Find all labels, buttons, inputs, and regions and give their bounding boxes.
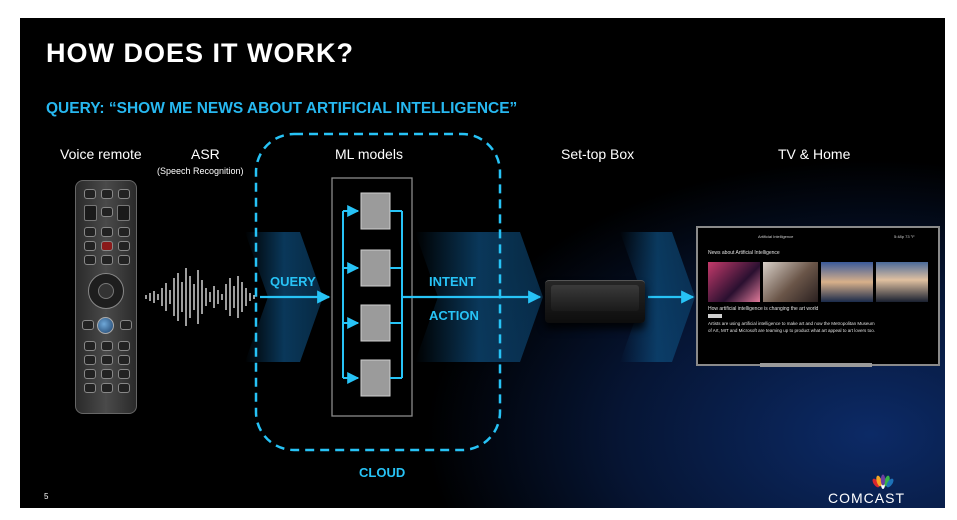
- tv-body-line-1: Artists are using artificial intelligenc…: [708, 321, 875, 326]
- tv-badge: [708, 314, 722, 318]
- tv-body-line-2: of Art, MIT and Microsoft are teaming up…: [708, 328, 876, 333]
- label-set-top-box: Set-top Box: [561, 146, 635, 162]
- flow-label-action: ACTION: [429, 308, 479, 323]
- tv-section-title: News about Artificial Intelligence: [708, 250, 780, 256]
- tv-thumbnail-1: [708, 262, 760, 302]
- slide-title: HOW DOES IT WORK?: [46, 38, 354, 68]
- tv-thumbnail-3: [821, 262, 873, 302]
- label-tv-home: TV & Home: [778, 146, 851, 162]
- flow-label-query: QUERY: [270, 274, 316, 289]
- ml-model-box-4: [360, 359, 391, 397]
- ml-model-box-3: [360, 304, 391, 342]
- ml-model-box-1: [360, 192, 391, 230]
- brand-logo-text: COMCAST: [828, 490, 905, 506]
- tv-header: Artificial Intelligence: [758, 234, 794, 239]
- label-voice-remote: Voice remote: [60, 146, 142, 162]
- tv-screen: Artificial Intelligence 5:48p 73 °F News…: [696, 226, 940, 366]
- page-number: 5: [44, 492, 49, 501]
- tv-stand: [760, 363, 872, 367]
- tv-thumbnail-4: [876, 262, 928, 302]
- label-asr: ASR: [191, 146, 220, 162]
- slide: HOW DOES IT WORK? QUERY: “SHOW ME NEWS A…: [20, 18, 945, 508]
- query-text: QUERY: “SHOW ME NEWS ABOUT ARTIFICIAL IN…: [46, 100, 518, 117]
- tv-headline: How artificial intelligence is changing …: [708, 306, 819, 312]
- set-top-box-image: [545, 280, 645, 323]
- flow-label-cloud: CLOUD: [359, 465, 406, 480]
- flow-label-intent: INTENT: [429, 274, 476, 289]
- label-ml-models: ML models: [335, 146, 403, 162]
- label-asr-sub: (Speech Recognition): [157, 166, 244, 176]
- ml-connectors: [342, 205, 403, 384]
- voice-remote-image: [75, 180, 137, 414]
- peacock-logo-icon: [872, 474, 894, 489]
- ml-model-box-2: [360, 249, 391, 287]
- flow-diagram: [145, 132, 695, 452]
- tv-clock: 5:48p 73 °F: [894, 234, 915, 239]
- tv-thumbnail-2: [763, 262, 818, 302]
- audio-waveform: [145, 268, 255, 326]
- cloud-boundary: [254, 132, 502, 452]
